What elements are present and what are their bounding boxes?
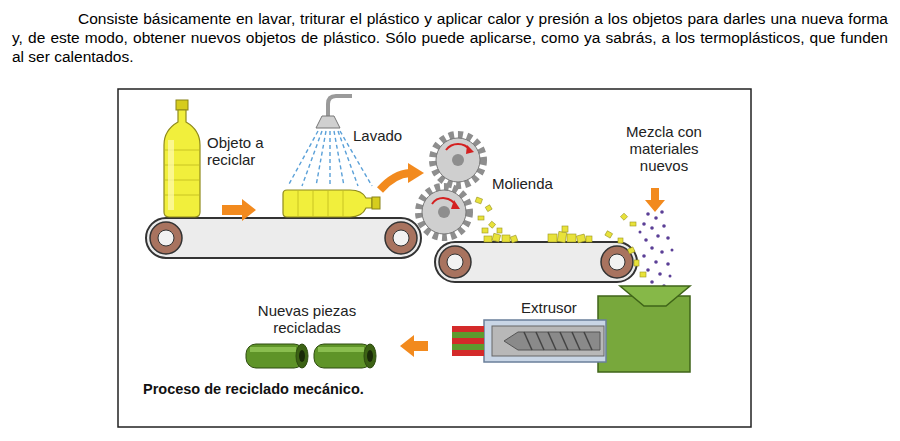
stage-label: Molienda: [492, 175, 572, 192]
plastic-fragments: [475, 197, 646, 277]
grinder-gears: [419, 135, 483, 237]
flow-arrow: [222, 199, 256, 221]
stage-label: Lavado: [353, 127, 423, 144]
stage-label: Objeto a reciclar: [207, 134, 279, 168]
stage-label: Extrusor: [521, 299, 591, 316]
conveyor-belt: [435, 242, 637, 282]
bottle: [164, 100, 200, 217]
intro-paragraph: Consiste básicamente en lavar, triturar …: [12, 9, 888, 66]
washed-bottle: [283, 190, 380, 217]
flow-arrow: [645, 188, 665, 212]
stage-label: Nuevas piezas recicladas: [252, 302, 362, 336]
conveyor-belt: [146, 218, 421, 258]
figure-caption: Proceso de reciclado mecánico.: [143, 381, 364, 398]
flow-arrow: [380, 163, 424, 190]
flow-arrow: [400, 335, 428, 357]
figure-frame: [118, 89, 751, 427]
stage-label: Mezcla con materiales nuevos: [608, 123, 720, 174]
recycled-pieces: [246, 344, 376, 368]
extruder: [452, 286, 690, 372]
